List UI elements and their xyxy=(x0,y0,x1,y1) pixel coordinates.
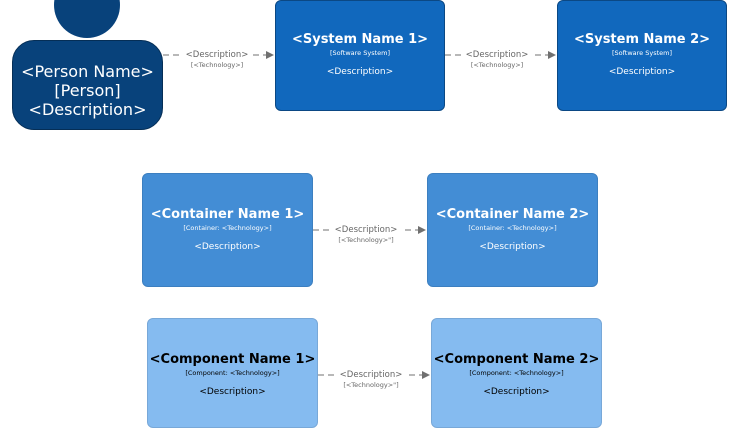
relationship-1-description: <Description> xyxy=(185,50,249,60)
system-2-type: [Software System] xyxy=(611,49,673,57)
person-type: [Person] xyxy=(54,81,121,100)
component-node-2[interactable]: <Component Name 2> [Component: <Technolo… xyxy=(431,318,602,428)
person-name: <Person Name> xyxy=(21,62,154,81)
relationship-label-2: <Description> [<Technology>] xyxy=(458,50,536,70)
relationship-label-4: <Description> [<Technology>"] xyxy=(332,370,410,390)
component-1-type: [Component: <Technology>] xyxy=(185,369,280,377)
system-node-2[interactable]: <System Name 2> [Software System] <Descr… xyxy=(557,0,727,111)
relationship-4-technology: [<Technology>"] xyxy=(343,381,399,389)
container-2-description: <Description> xyxy=(479,242,546,252)
component-node-1[interactable]: <Component Name 1> [Component: <Technolo… xyxy=(147,318,318,428)
relationship-2-technology: [<Technology>] xyxy=(470,61,524,69)
container-2-type: [Container: <Technology>] xyxy=(468,224,557,232)
person-description: <Description> xyxy=(28,100,147,119)
system-2-name: <System Name 2> xyxy=(573,32,711,47)
container-1-name: <Container Name 1> xyxy=(150,207,305,222)
container-node-1[interactable]: <Container Name 1> [Container: <Technolo… xyxy=(142,173,313,287)
component-1-name: <Component Name 1> xyxy=(149,352,316,367)
component-2-description: <Description> xyxy=(483,387,550,397)
component-2-type: [Component: <Technology>] xyxy=(469,369,564,377)
container-2-name: <Container Name 2> xyxy=(435,207,590,222)
relationship-3-technology: [<Technology>"] xyxy=(338,236,394,244)
relationship-lines xyxy=(163,51,556,379)
relationship-4-description: <Description> xyxy=(339,370,403,380)
relationship-2-description: <Description> xyxy=(465,50,529,60)
system-1-description: <Description> xyxy=(326,67,394,77)
system-node-1[interactable]: <System Name 1> [Software System] <Descr… xyxy=(275,0,445,111)
system-2-description: <Description> xyxy=(608,67,676,77)
system-1-name: <System Name 1> xyxy=(291,32,429,47)
component-1-description: <Description> xyxy=(199,387,266,397)
container-1-type: [Container: <Technology>] xyxy=(183,224,272,232)
relationship-1-technology: [<Technology>] xyxy=(190,61,244,69)
system-1-type: [Software System] xyxy=(329,49,391,57)
container-1-description: <Description> xyxy=(194,242,261,252)
component-2-name: <Component Name 2> xyxy=(433,352,600,367)
relationship-label-1: <Description> [<Technology>] xyxy=(178,50,256,70)
container-node-2[interactable]: <Container Name 2> [Container: <Technolo… xyxy=(427,173,598,287)
relationship-3-description: <Description> xyxy=(334,225,398,235)
person-body-shape[interactable]: <Person Name> [Person] <Description> xyxy=(12,40,163,130)
relationship-label-3: <Description> [<Technology>"] xyxy=(327,225,405,245)
